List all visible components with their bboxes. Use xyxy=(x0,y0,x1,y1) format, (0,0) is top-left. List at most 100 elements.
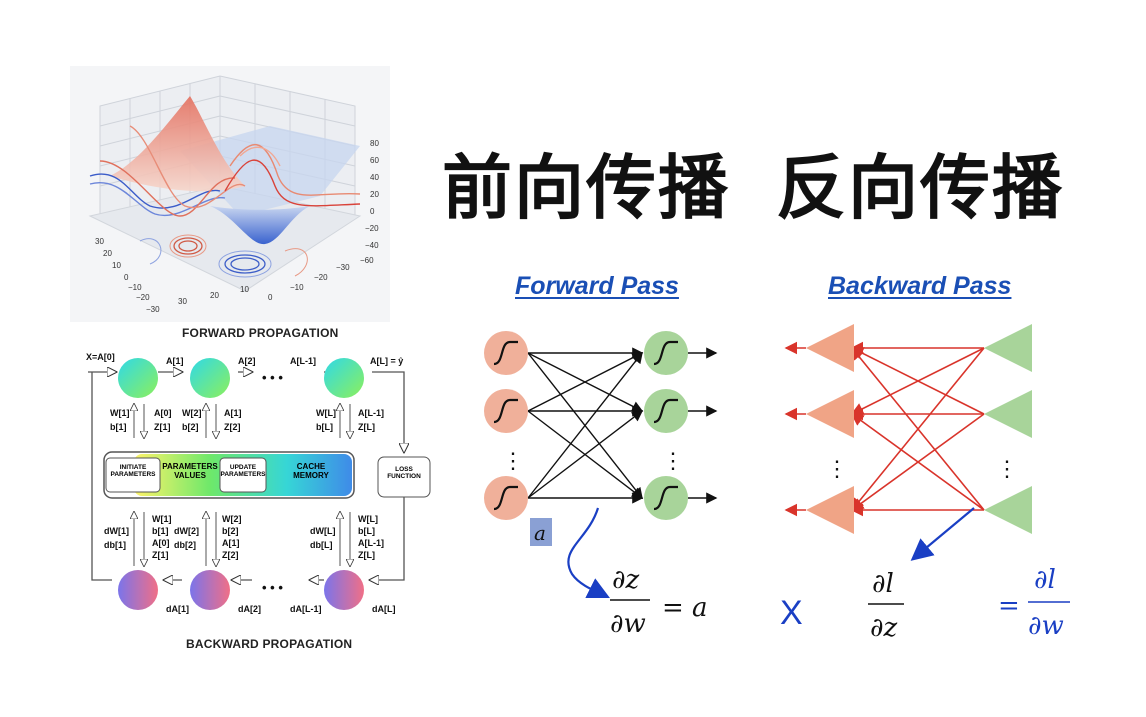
backward-node xyxy=(806,390,854,438)
param-label: A[L-1] xyxy=(358,538,384,548)
loss-function-box xyxy=(377,456,431,498)
param-label: b[1] xyxy=(110,422,127,432)
param-label: b[L] xyxy=(358,526,375,536)
surface-plot-svg: 80 60 40 20 0 −20 −40 −60 30 20 10 0 −10… xyxy=(88,75,379,314)
x-tick: 20 xyxy=(210,291,219,300)
forward-pass-network: ⋮ ⋮ a ∂z ∂w = a xyxy=(478,320,728,650)
top-label: A[L-1] xyxy=(290,356,316,366)
param-label: A[1] xyxy=(224,408,242,418)
top-label: A[1] xyxy=(166,356,184,366)
backward-pass-network: ⋮ ⋮ X ∂l ∂z = ∂l ∂w xyxy=(770,320,1110,650)
forward-pointer-arrow xyxy=(567,507,610,598)
backward-denominator: ∂z xyxy=(870,613,897,643)
output-node xyxy=(644,389,688,433)
forward-edges xyxy=(527,347,718,504)
forward-node-1 xyxy=(118,358,158,398)
x-tick: −10 xyxy=(290,283,304,292)
input-node xyxy=(484,389,528,433)
activation-box xyxy=(530,518,552,546)
param-label: Z[1] xyxy=(154,422,171,432)
z-tick: −60 xyxy=(360,256,374,265)
surface-peak xyxy=(110,96,245,192)
z-axis-ticks: 80 60 40 20 0 −20 −40 −60 xyxy=(360,139,379,265)
forward-node-L xyxy=(324,358,364,398)
multiply-sign: X xyxy=(780,594,803,632)
x-axis-ticks: 30 20 10 0 −10 −20 −30 xyxy=(178,263,350,306)
forward-pass-title: Forward Pass xyxy=(515,272,679,300)
backward-node-2 xyxy=(190,570,230,610)
z-tick: 80 xyxy=(370,139,379,148)
forward-pass-svg: ⋮ ⋮ a ∂z ∂w = a xyxy=(484,331,718,639)
param-label: b[1] xyxy=(152,526,169,536)
vertical-ellipsis: ⋮ xyxy=(662,448,684,473)
param-label: W[L] xyxy=(358,514,378,524)
ellipsis: • • • xyxy=(262,370,283,385)
floor-contours xyxy=(139,234,308,278)
param-label: A[L-1] xyxy=(358,408,384,418)
y-axis-ticks: 30 20 10 0 −10 −20 −30 xyxy=(95,237,160,314)
input-label: X=A[0] xyxy=(86,352,115,362)
backward-node xyxy=(806,324,854,372)
param-label: W[2] xyxy=(222,514,242,524)
z-tick: −40 xyxy=(365,241,379,250)
headline: 前向传播 反向传播 xyxy=(442,132,1082,233)
x-tick: 10 xyxy=(240,285,249,294)
sigmoid-icon xyxy=(653,340,678,366)
formula-numerator: ∂z xyxy=(612,565,639,595)
output-triangle xyxy=(984,486,1032,534)
sigmoid-icon xyxy=(653,485,678,511)
activation-label: a xyxy=(534,521,546,545)
param-label: db[1] xyxy=(104,540,126,550)
update-parameters-box xyxy=(219,457,267,493)
vertical-ellipsis: ⋮ xyxy=(502,448,524,473)
output-triangle xyxy=(984,324,1032,372)
loss-label: LOSS FUNCTION xyxy=(387,466,421,480)
params-values-label: PARAMETERS VALUES xyxy=(162,462,218,480)
backward-pass-svg: ⋮ ⋮ X ∂l ∂z = ∂l ∂w xyxy=(780,324,1070,643)
output-node xyxy=(644,476,688,520)
param-label: A[0] xyxy=(154,408,172,418)
result-numerator: ∂l xyxy=(1034,565,1056,595)
param-label: A[1] xyxy=(222,538,240,548)
headline-forward: 前向传播 xyxy=(442,147,730,229)
param-label: dW[L] xyxy=(310,526,335,536)
y-tick: 20 xyxy=(103,249,112,258)
flow-bottom-labels: dA[1] dA[2] dA[L-1] dA[L] xyxy=(166,604,396,614)
param-label: db[2] xyxy=(174,540,196,550)
update-label: UPDATE PARAMETERS xyxy=(220,464,266,478)
surface-plot-3d: 80 60 40 20 0 −20 −40 −60 30 20 10 0 −10… xyxy=(70,66,390,322)
x-tick: −30 xyxy=(336,263,350,272)
result-equals: = xyxy=(998,591,1020,621)
backward-node-L xyxy=(324,570,364,610)
x-tick: 0 xyxy=(268,293,273,302)
backward-output-triangles xyxy=(984,324,1032,534)
bottom-params: dW[1] db[1] W[1] b[1] A[0] Z[1] dW[2] db… xyxy=(104,514,384,560)
sigmoid-icon xyxy=(493,398,518,424)
result-denominator: ∂w xyxy=(1028,611,1064,641)
vertical-ellipsis: ⋮ xyxy=(826,456,848,481)
y-tick: −20 xyxy=(136,293,150,302)
surface-wires xyxy=(89,125,361,217)
y-tick: −30 xyxy=(146,305,160,314)
bottom-label: dA[L] xyxy=(372,604,396,614)
y-tick: 0 xyxy=(124,273,129,282)
backward-pointer-arrow xyxy=(910,507,975,561)
flow-svg: X=A[0] A[1] A[2] A[L-1] A[L] = ŷ • • • •… xyxy=(86,352,431,614)
x-tick: −20 xyxy=(314,273,328,282)
top-label: A[2] xyxy=(238,356,256,366)
output-triangle xyxy=(984,390,1032,438)
backward-node-1 xyxy=(118,570,158,610)
top-params: W[1] b[1] A[0] Z[1] W[2] b[2] A[1] Z[2] … xyxy=(110,408,384,432)
top-param-arrows xyxy=(134,404,350,438)
param-label: dW[2] xyxy=(174,526,199,536)
initiate-parameters-box xyxy=(105,457,161,493)
headline-backward: 反向传播 xyxy=(776,147,1064,229)
vertical-ellipsis: ⋮ xyxy=(996,456,1018,481)
param-label: W[L] xyxy=(316,408,336,418)
param-label: b[2] xyxy=(222,526,239,536)
sigmoid-icon xyxy=(493,485,518,511)
sigmoid-icons xyxy=(493,340,678,511)
backward-propagation-caption: BACKWARD PROPAGATION xyxy=(186,637,353,651)
surface-valley xyxy=(210,206,310,245)
surface-plateau xyxy=(180,126,360,216)
